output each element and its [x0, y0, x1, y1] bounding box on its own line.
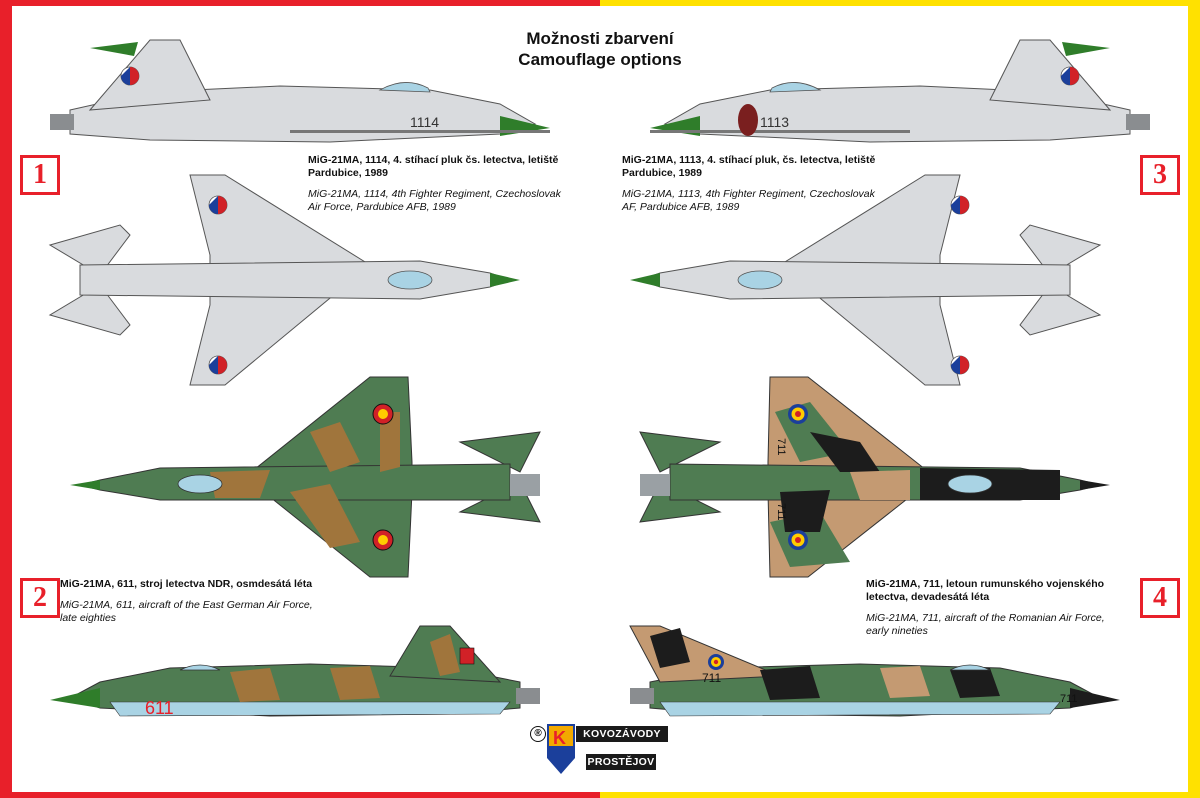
plane-4-top-number-upper: 711 — [775, 438, 787, 456]
plane-3-top-view — [630, 174, 1102, 386]
frame-bottom — [0, 792, 1200, 798]
plane-1-top-view — [48, 174, 520, 386]
option-number-3: 3 — [1140, 155, 1180, 195]
caption-4-english: MiG-21MA, 711, aircraft of the Romanian … — [866, 612, 1105, 637]
kovozavody-logo: ® K KOVOZÁVODY PROSTĚJOV — [530, 724, 670, 776]
caption-3-czech: MiG-21MA, 1113, 4. stíhací pluk, čs. let… — [622, 154, 876, 179]
logo-bottom-text: PROSTĚJOV — [586, 754, 656, 770]
option-number-1: 1 — [20, 155, 60, 195]
caption-2-english: MiG-21MA, 611, aircraft of the East Germ… — [60, 599, 313, 624]
caption-3-english: MiG-21MA, 1113, 4th Fighter Regiment, Cz… — [622, 188, 875, 213]
frame-left-red — [0, 0, 12, 798]
caption-4-czech: MiG-21MA, 711, letoun rumunského vojensk… — [866, 578, 1105, 603]
plane-1-side-number: 1114 — [410, 114, 439, 130]
plane-3-side-number: 1113 — [760, 114, 789, 130]
title-english: Camouflage options — [518, 50, 682, 69]
caption-option-1: MiG-21MA, 1114, 4. stíhací pluk čs. lete… — [308, 154, 570, 214]
plane-1-side-view: 1114 — [50, 39, 550, 143]
logo-top-text: KOVOZÁVODY — [576, 726, 668, 742]
caption-1-english: MiG-21MA, 1114, 4th Fighter Regiment, Cz… — [308, 188, 561, 213]
plane-4-top-number-lower: 711 — [775, 503, 787, 521]
plane-4-side-number-fin: 711 — [702, 671, 721, 685]
caption-option-2: MiG-21MA, 611, stroj letectva NDR, osmde… — [60, 578, 320, 625]
option-number-4: 4 — [1140, 578, 1180, 618]
frame-right-yellow — [1188, 0, 1200, 798]
svg-text:K: K — [553, 728, 566, 748]
plane-2-top-view — [70, 376, 541, 578]
page-title: Možnosti zbarvení Camouflage options — [420, 28, 780, 70]
title-czech: Možnosti zbarvení — [526, 29, 674, 48]
caption-1-czech: MiG-21MA, 1114, 4. stíhací pluk čs. lete… — [308, 154, 559, 179]
frame-top — [0, 0, 1200, 6]
caption-2-czech: MiG-21MA, 611, stroj letectva NDR, osmde… — [60, 578, 313, 590]
caption-option-3: MiG-21MA, 1113, 4. stíhací pluk, čs. let… — [622, 154, 884, 214]
registered-mark: ® — [530, 726, 546, 742]
plane-2-side-number: 611 — [145, 698, 174, 718]
k-shield-icon: K — [547, 724, 575, 774]
option-number-2: 2 — [20, 578, 60, 618]
plane-4-top-view: 711 711 — [639, 376, 1110, 578]
caption-option-4: MiG-21MA, 711, letoun rumunského vojensk… — [866, 578, 1128, 638]
plane-2-side-view: 611 — [50, 625, 540, 718]
plane-4-side-view: 711 711 — [629, 625, 1120, 717]
plane-4-side-number-nose: 711 — [1060, 693, 1078, 705]
plane-3-side-view: 1113 — [650, 39, 1150, 143]
